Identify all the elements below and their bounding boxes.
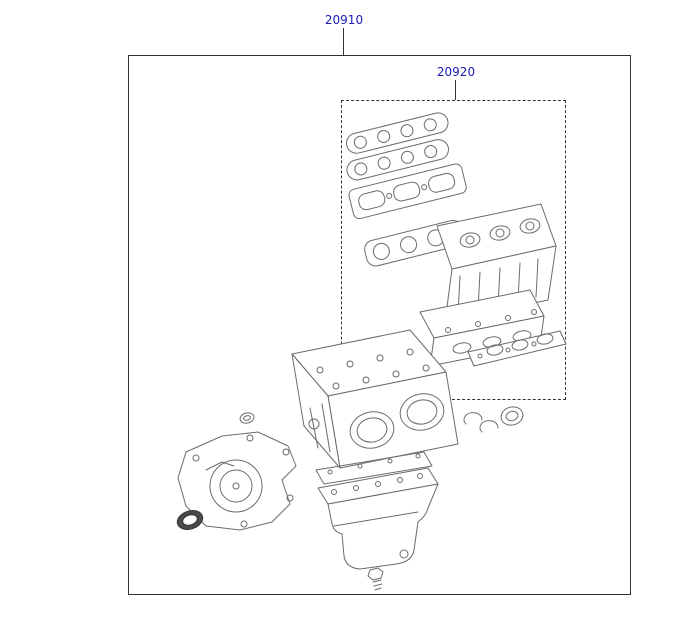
leader-line-20910 xyxy=(343,28,344,55)
part-number-20920[interactable]: 20920 xyxy=(436,65,476,79)
leader-line-20920 xyxy=(455,80,456,100)
subkit-boundary-box xyxy=(341,100,566,400)
kit-boundary-box xyxy=(128,55,631,595)
part-number-20910[interactable]: 20910 xyxy=(324,13,364,27)
